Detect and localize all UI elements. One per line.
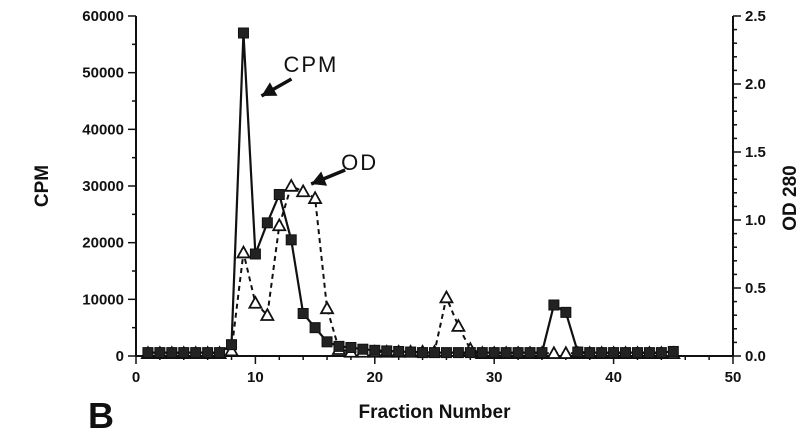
- cpm-point: [273, 189, 285, 200]
- cpm-point: [226, 339, 238, 351]
- y2-tick-label: 0.0: [745, 348, 766, 365]
- x-tick-label: 40: [605, 369, 622, 386]
- cpm-point: [345, 342, 357, 353]
- cpm-point: [524, 347, 536, 359]
- cpm-point: [309, 322, 321, 334]
- cpm-point: [476, 347, 488, 359]
- od-point: [307, 190, 323, 204]
- cpm-point: [261, 217, 273, 229]
- cpm-point: [357, 343, 369, 355]
- y-tick-label: 30000: [82, 178, 124, 195]
- cpm-point: [321, 336, 333, 348]
- cpm-point: [142, 347, 154, 359]
- cpm-point: [297, 308, 309, 319]
- cpm-point: [560, 306, 572, 318]
- x-tick-label: 10: [247, 369, 264, 386]
- y2-tick-label: 1.5: [745, 144, 766, 161]
- cpm-point: [572, 346, 584, 358]
- cpm-point: [667, 345, 679, 357]
- cpm-point: [202, 347, 214, 359]
- x-tick-label: 0: [132, 369, 140, 386]
- cpm-point: [178, 347, 190, 359]
- cpm-point: [417, 347, 429, 359]
- od-point: [319, 300, 335, 315]
- y2-tick-label: 1.0: [745, 212, 766, 229]
- cpm-series-line: [147, 32, 674, 354]
- y2-axis-title: OD 280: [780, 165, 801, 230]
- cpm-point: [237, 27, 249, 39]
- series-cpm: [142, 27, 679, 359]
- cpm-point: [631, 347, 643, 359]
- od-point: [235, 244, 251, 259]
- cpm-point: [608, 347, 620, 359]
- cpm-point: [548, 299, 560, 311]
- panel-label: B: [88, 395, 114, 429]
- od-point: [450, 318, 466, 332]
- cpm-point: [452, 347, 464, 359]
- od-point: [295, 183, 311, 198]
- y-tick-label: 60000: [82, 8, 124, 25]
- x-tick-label: 50: [725, 369, 742, 386]
- y-axis-title: CPM: [32, 165, 53, 207]
- y2-tick-label: 2.0: [745, 76, 766, 93]
- cpm-point: [333, 340, 345, 352]
- cpm-point: [596, 347, 608, 359]
- y-tick-label: 10000: [82, 291, 124, 308]
- od-point: [283, 178, 299, 192]
- y-tick-label: 20000: [82, 235, 124, 252]
- cpm-point: [405, 346, 417, 358]
- od-point: [259, 307, 275, 321]
- annotation-cpm: CPM: [283, 52, 338, 77]
- annotation-od: OD: [341, 150, 378, 175]
- cpm-point: [166, 347, 178, 359]
- cpm-point: [429, 347, 440, 359]
- y2-tick-label: 2.5: [745, 8, 766, 25]
- y-tick-label: 50000: [82, 65, 124, 82]
- od-point: [271, 217, 287, 232]
- x-tick-label: 20: [366, 369, 383, 386]
- cpm-point: [369, 344, 381, 356]
- cpm-point: [440, 347, 452, 359]
- cpm-point: [464, 347, 476, 359]
- cpm-point: [381, 345, 393, 357]
- y-tick-label: 40000: [82, 121, 124, 138]
- cpm-point: [249, 248, 261, 260]
- od-series-line: [147, 184, 674, 355]
- od-arrow-head: [311, 171, 328, 186]
- cpm-point: [154, 347, 166, 359]
- od-point: [247, 295, 263, 309]
- y-tick-label: 0: [116, 348, 124, 365]
- cpm-point: [214, 347, 226, 359]
- cpm-point: [643, 347, 655, 359]
- od-point: [558, 345, 574, 359]
- axes: 0 10 20 30 40 50 0 10000 20000 30000 40000 50000 600…: [82, 8, 766, 386]
- y2-tick-label: 0.5: [745, 280, 766, 297]
- od-point: [546, 345, 562, 359]
- cpm-point: [190, 347, 202, 359]
- cpm-point: [512, 347, 524, 359]
- x-tick-label: 30: [486, 369, 503, 386]
- cpm-point: [536, 347, 548, 359]
- cpm-point: [620, 347, 632, 359]
- cpm-point: [488, 347, 500, 359]
- cpm-point: [584, 347, 596, 359]
- x-axis-title: Fraction Number: [358, 402, 511, 423]
- series-od: [140, 178, 681, 359]
- cpm-point: [393, 345, 405, 357]
- cpm-arrow-head: [261, 82, 278, 96]
- annotations: CPM OD: [260, 52, 378, 186]
- cpm-point: [500, 347, 512, 359]
- od-point: [438, 289, 454, 304]
- cpm-point: [285, 234, 297, 246]
- cpm-point: [655, 347, 667, 359]
